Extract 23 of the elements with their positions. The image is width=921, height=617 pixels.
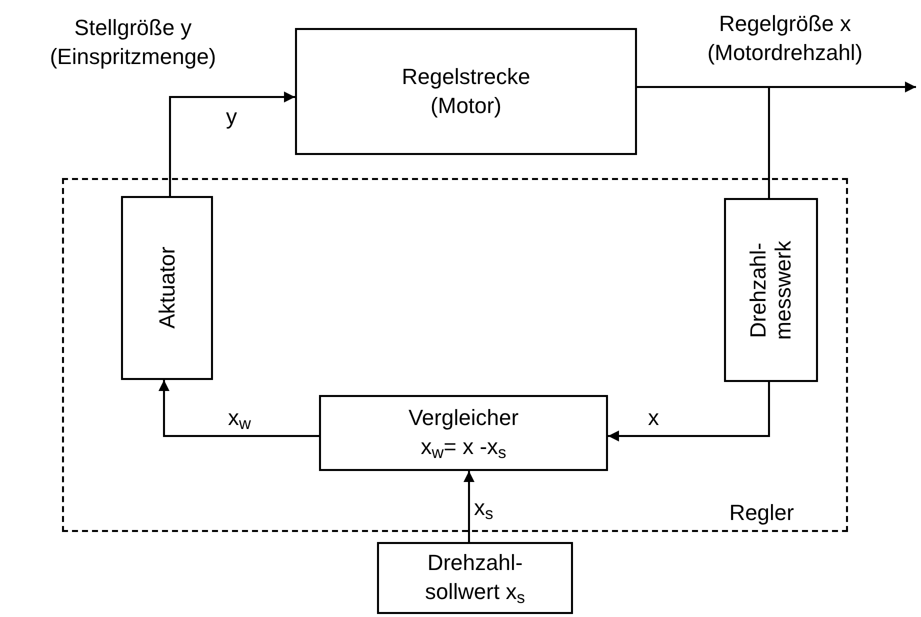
formula-text: x$_{w}$= x -x$_{s}$ [420,433,508,462]
arrow [158,380,319,437]
arrow [608,382,770,442]
block-box [121,196,213,380]
block-label: Vergleicher [407,404,520,432]
edge-label: x$_{w}$ [228,404,251,432]
block-label: Regelstrecke (Motor) [400,62,532,120]
block-label: Drehzahl- sollwert x$_{s}$ [424,549,526,607]
signal-label: Regelgröße x (Motordrehzahl) [706,10,864,67]
block-box [377,542,573,614]
edge-label: x [648,404,659,432]
edge-label: y [226,103,237,130]
block-label: Drehzahl- messwerk [746,240,796,342]
arrow [169,92,295,196]
arrow [464,471,474,542]
block-box [724,198,818,382]
signal-label: Stellgröße y (Einspritzmenge) [48,14,218,71]
edge-label: x$_{s}$ [474,494,494,522]
block-box [295,28,637,155]
block-box [319,395,608,471]
block-title: Regler [729,498,794,526]
controller-boundary [62,178,848,532]
block-label: Aktuator [154,246,180,331]
